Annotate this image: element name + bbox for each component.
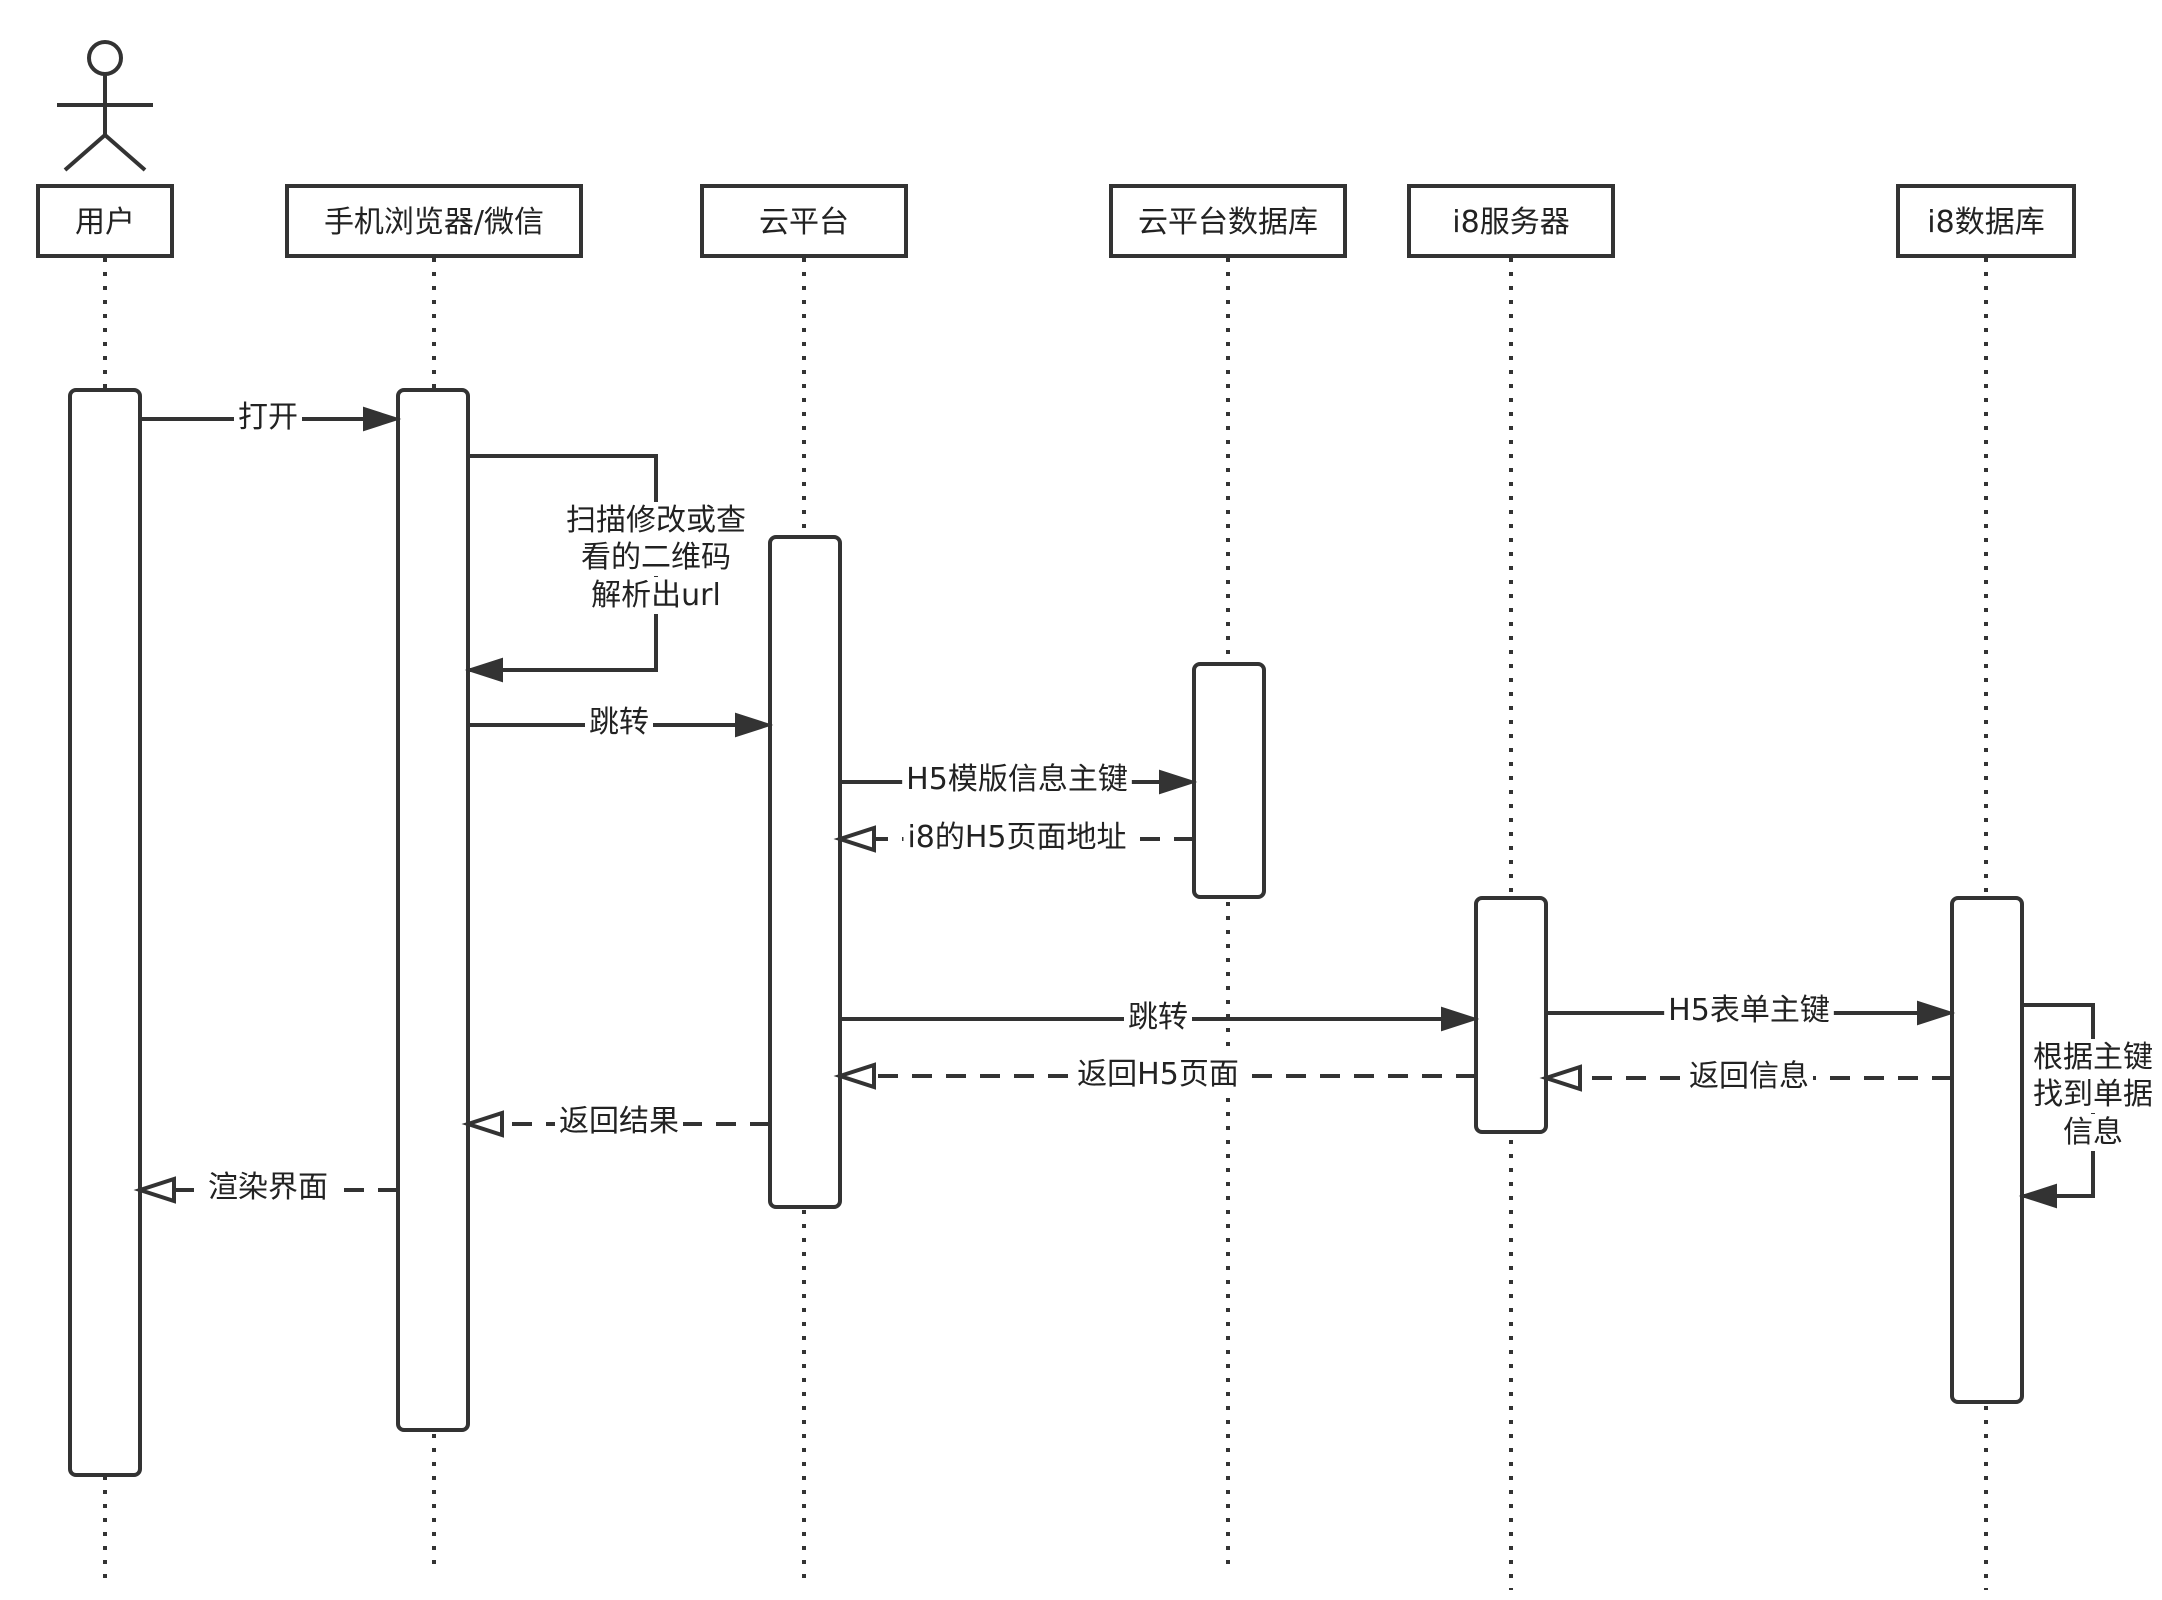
actor-leg-right <box>103 133 147 172</box>
message-label: 返回结果 <box>559 1104 679 1139</box>
message-retinfo: 返回信息 <box>1539 1058 1952 1095</box>
activation-bar-user <box>68 388 142 1477</box>
arrow-head <box>133 1176 176 1204</box>
actor-leg-left <box>63 133 107 172</box>
message-h5key: H5模版信息主键 <box>840 761 1198 798</box>
arrow-head <box>735 712 774 738</box>
message-label-line: 找到单据 <box>2033 1077 2153 1112</box>
message-label-bg <box>1073 1056 1243 1093</box>
arrow-head <box>2018 1183 2057 1209</box>
activations <box>68 388 2024 1477</box>
activation-bar-browser <box>396 388 470 1432</box>
participant-i8server: i8服务器 <box>1407 184 1615 258</box>
participant-box <box>285 184 583 258</box>
message-reth5: 返回H5页面 <box>833 1056 1476 1093</box>
message-label-bg <box>204 1169 332 1206</box>
message-label-bg <box>585 704 653 741</box>
activation-bar-cloud <box>768 535 842 1209</box>
arrow-head <box>363 406 402 432</box>
activation-bar-i8server <box>1474 896 1548 1134</box>
message-label: H5表单主键 <box>1668 993 1830 1028</box>
message-label-bg <box>1664 992 1834 1029</box>
message-label-line: 扫描修改或查 <box>566 503 746 538</box>
actor-head <box>87 40 123 76</box>
participant-label: i8数据库 <box>1927 205 2044 240</box>
messages: 打开扫描修改或查看的二维码解析出url跳转H5模版信息主键i8的H5页面地址跳转… <box>133 399 2157 1209</box>
arrow-head <box>1917 1000 1956 1026</box>
participants: 用户 手机浏览器/微信 云平台 云平台数据库 i8服务器 i8数据库 <box>36 40 2076 258</box>
participant-label: i8服务器 <box>1452 205 1569 240</box>
participant-box <box>1896 184 2076 258</box>
participant-box <box>700 184 908 258</box>
message-h5addr: i8的H5页面地址 <box>833 819 1194 856</box>
arrow-head <box>1159 769 1198 795</box>
message-label-line: 根据主键 <box>2033 1040 2153 1075</box>
message-label-line: 看的二维码 <box>581 540 731 575</box>
message-label-bg <box>903 819 1131 856</box>
arrow-head <box>1441 1006 1480 1032</box>
participant-box <box>36 184 174 258</box>
message-label-line-bg <box>562 502 750 539</box>
participant-label: 用户 <box>75 205 135 240</box>
participant-clouddb: 云平台数据库 <box>1109 184 1347 258</box>
participant-i8db: i8数据库 <box>1896 184 2076 258</box>
message-label-bg <box>1124 999 1192 1036</box>
message-label-bg <box>1685 1058 1813 1095</box>
message-label-line: 解析出url <box>591 578 721 613</box>
participant-user: 用户 <box>36 40 174 258</box>
message-label: 返回H5页面 <box>1077 1057 1239 1092</box>
arrow-head <box>464 657 503 683</box>
participant-browser: 手机浏览器/微信 <box>285 184 583 258</box>
message-jump1: 跳转 <box>468 704 774 741</box>
activation-bar-i8db <box>1950 896 2024 1404</box>
message-label-line-bg <box>577 539 735 576</box>
message-label: 渲染界面 <box>208 1170 328 1205</box>
message-label-line-bg <box>2029 1076 2157 1113</box>
message-label-line-bg <box>2029 1039 2157 1076</box>
message-label-line-bg <box>2059 1114 2127 1151</box>
message-open: 打开 <box>140 399 402 436</box>
participant-box <box>1407 184 1615 258</box>
message-label-bg <box>555 1103 683 1140</box>
arrow-head <box>833 1062 876 1090</box>
message-label: 返回信息 <box>1689 1059 1809 1094</box>
message-render: 渲染界面 <box>133 1169 398 1206</box>
message-label-line: 信息 <box>2063 1115 2123 1150</box>
message-label-bg <box>234 399 302 436</box>
participant-cloud: 云平台 <box>700 184 908 258</box>
message-jump2: 跳转 <box>840 999 1480 1036</box>
participant-label: 云平台 <box>759 205 849 240</box>
message-retresult: 返回结果 <box>461 1103 770 1140</box>
message-label: H5模版信息主键 <box>906 762 1128 797</box>
participant-label: 云平台数据库 <box>1138 205 1318 240</box>
participant-label: 手机浏览器/微信 <box>324 205 544 240</box>
message-label: 跳转 <box>1128 1000 1188 1035</box>
lifelines <box>103 258 1988 1590</box>
message-label-bg <box>902 761 1132 798</box>
message-label: 打开 <box>238 400 298 435</box>
arrow-head <box>833 825 876 853</box>
message-label-line-bg <box>587 577 725 614</box>
message-label: 跳转 <box>589 705 649 740</box>
arrow-head <box>461 1110 504 1138</box>
actor-icon <box>57 40 153 172</box>
message-formkey: H5表单主键 <box>1546 992 1956 1029</box>
arrow-head <box>1539 1064 1582 1092</box>
activation-bar-clouddb <box>1192 662 1266 899</box>
participant-box <box>1109 184 1347 258</box>
message-label: i8的H5页面地址 <box>907 820 1126 855</box>
